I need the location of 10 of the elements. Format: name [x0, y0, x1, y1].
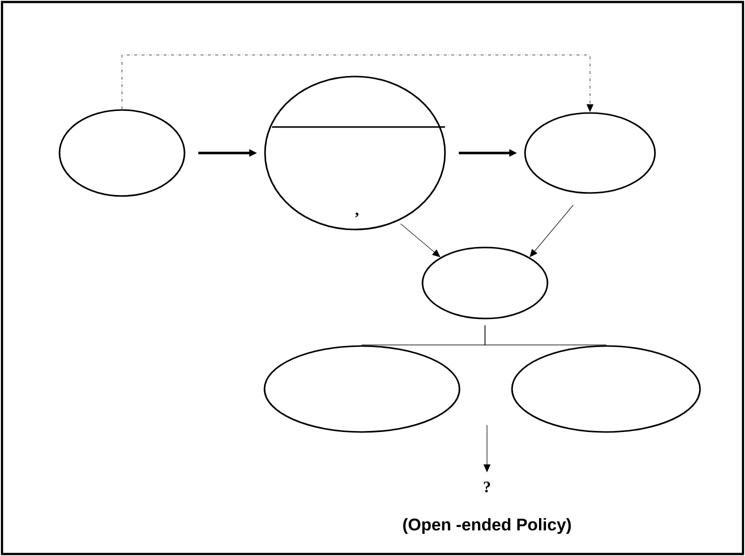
arrow [122, 54, 594, 112]
ellipse [264, 345, 460, 433]
ellipse [511, 345, 701, 433]
arrow [400, 224, 440, 258]
ellipse [422, 246, 548, 320]
note: (Open -ended Policy) [403, 518, 571, 534]
ellipse [524, 112, 656, 194]
ellipse [58, 109, 186, 197]
comma: , [355, 212, 358, 218]
question-mark: ? [484, 482, 490, 492]
